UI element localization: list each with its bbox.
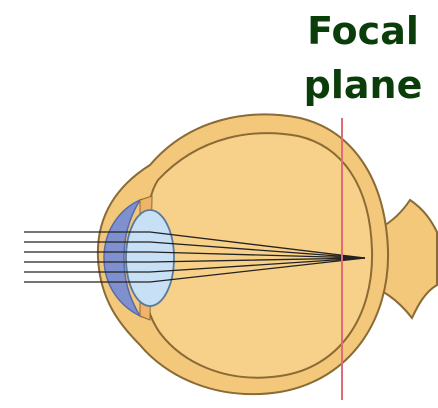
focal-plane-label-line1: Focal	[288, 10, 438, 52]
focal-plane-label-line2: plane	[288, 64, 438, 106]
lens	[126, 210, 174, 306]
